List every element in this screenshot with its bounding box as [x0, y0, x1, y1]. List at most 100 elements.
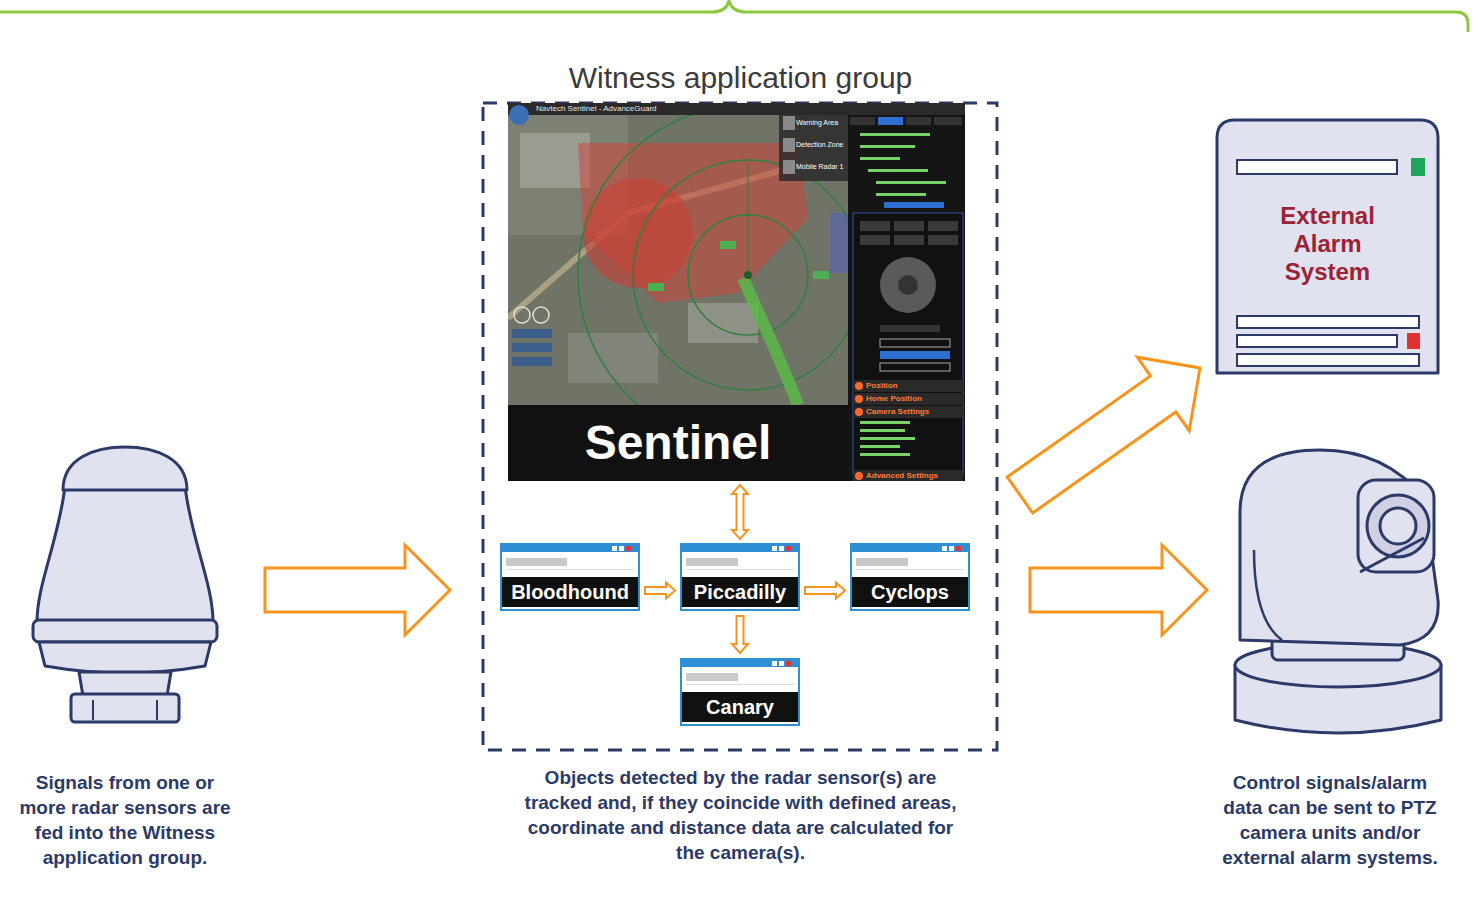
panel-button — [860, 221, 890, 231]
app-logo — [509, 105, 529, 125]
panel-field — [880, 363, 950, 371]
panel-button — [894, 235, 924, 245]
radar-position — [744, 271, 752, 279]
panel-field — [880, 351, 950, 359]
setting-line — [860, 445, 900, 448]
lens-housing — [1358, 480, 1434, 572]
side-panel — [848, 115, 965, 481]
window-field — [686, 558, 738, 566]
map-button — [512, 357, 552, 366]
screen-ui-label: Detection Zone — [796, 140, 843, 150]
tree-item — [868, 169, 928, 172]
camera-lens-inner — [1380, 508, 1416, 544]
dashed-outline — [483, 103, 997, 750]
camera-head — [1240, 450, 1438, 645]
screen-ground — [508, 103, 965, 481]
window-title-bar — [682, 660, 798, 667]
app-window: Cyclops — [850, 543, 970, 611]
screen-ui-label: Navtech Sentinel - AdvanceGuard — [536, 103, 657, 115]
sentinel-node: Sentinel — [508, 103, 965, 481]
radar-base-detail — [92, 700, 94, 720]
group-title: Witness application group — [478, 58, 1003, 98]
group-caption: Objects detected by the radar sensor(s) … — [518, 765, 963, 865]
window-chrome — [502, 545, 638, 577]
track-marker — [648, 283, 664, 291]
radar-sensor-figure — [33, 447, 217, 722]
map-control — [533, 307, 549, 323]
ptz-camera-illustration — [1210, 440, 1450, 750]
flow-arrow — [732, 485, 748, 539]
camera-yoke-line — [1254, 550, 1282, 640]
flow-arrow — [805, 583, 845, 599]
setting-line — [860, 437, 915, 440]
section-header — [853, 393, 963, 405]
app-name-band: Cyclops — [852, 577, 968, 607]
tree-item — [860, 157, 900, 160]
camera-lens — [1367, 495, 1429, 557]
section-header — [853, 470, 963, 481]
status-light-green — [1411, 158, 1425, 176]
tree-item — [876, 193, 926, 196]
window-close — [956, 546, 961, 551]
radar-caption: Signals from one or more radar sensors a… — [15, 770, 235, 870]
flow-arrow — [1030, 545, 1207, 635]
warning-circle — [583, 178, 693, 288]
legend-icon — [783, 116, 795, 130]
app-window: Bloodhound — [500, 543, 640, 611]
window-rule — [686, 569, 794, 570]
radar-base-detail — [156, 700, 158, 720]
control-panel — [853, 213, 963, 475]
app-name-band: Piccadilly — [682, 577, 798, 607]
camera-wiper — [1360, 538, 1424, 572]
section-icon — [855, 472, 863, 480]
alarm-slot — [1237, 354, 1419, 366]
app-name-band: Bloodhound — [502, 577, 638, 607]
map-control — [514, 307, 530, 323]
window-chrome — [852, 545, 968, 577]
status-light-red — [1407, 333, 1420, 349]
radar-body — [37, 486, 213, 622]
title-bar — [508, 103, 965, 115]
flow-arrow — [265, 545, 450, 635]
map-building — [568, 333, 658, 383]
joystick-knob — [898, 275, 918, 295]
alarm-title: External Alarm System — [1253, 202, 1403, 286]
group-node: Witness application groupObjects detecte… — [478, 58, 1003, 880]
range-line — [748, 163, 749, 275]
window-button — [772, 546, 777, 551]
screen-ui-label: Home Position — [866, 393, 922, 405]
window-rule — [686, 684, 794, 685]
window-chrome — [682, 660, 798, 692]
window-field — [506, 558, 567, 566]
tree-item — [860, 145, 915, 148]
window-close — [626, 546, 631, 551]
zone-strip — [830, 213, 848, 273]
panel-button — [928, 221, 958, 231]
legend-icon — [783, 138, 795, 152]
window-field — [686, 673, 738, 681]
setting-line — [860, 453, 910, 456]
section-icon — [855, 395, 863, 403]
window-close — [786, 661, 791, 666]
window-field — [856, 558, 908, 566]
panel-tab — [906, 117, 931, 125]
app-name-band: Sentinel — [508, 405, 848, 481]
bracket-line — [0, 1, 1468, 32]
panel-field — [880, 339, 950, 347]
screen-ui-label: Advanced Settings — [866, 470, 938, 482]
panel-tab — [850, 117, 875, 125]
window-chrome — [682, 545, 798, 577]
window-button — [779, 546, 784, 551]
radar-skirt — [39, 642, 211, 673]
app-window: Canary — [680, 658, 800, 726]
window-rule — [506, 569, 634, 570]
window-title-bar — [502, 545, 638, 552]
alarm-housing — [1217, 120, 1438, 373]
alarm-slot — [1237, 316, 1419, 328]
legend-icon — [783, 160, 795, 174]
window-button — [619, 546, 624, 551]
app-name-band: Canary — [682, 692, 798, 722]
window-button — [949, 546, 954, 551]
panel-button — [894, 221, 924, 231]
